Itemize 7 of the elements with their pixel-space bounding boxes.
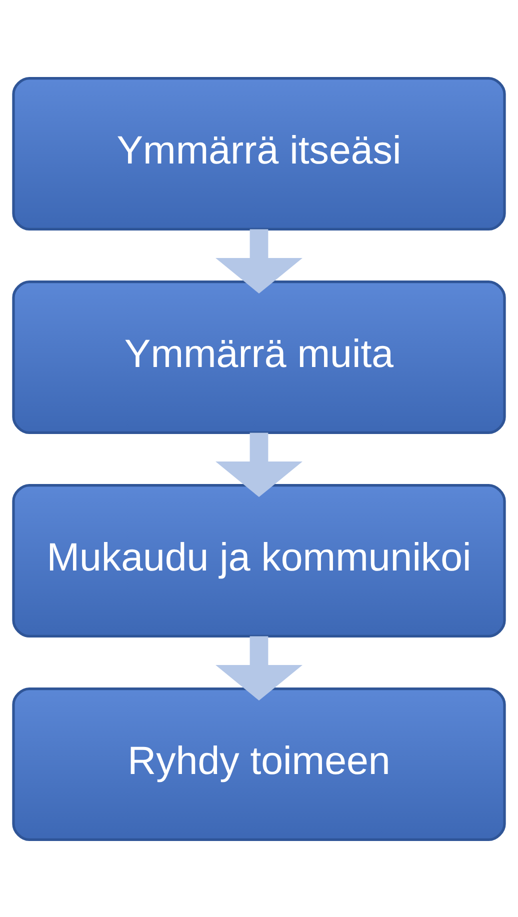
- arrow: [216, 432, 302, 497]
- node-box: Ymmärrä itseäsi: [12, 76, 506, 230]
- node-box: Ryhdy toimeen: [12, 686, 506, 841]
- node-box: Mukaudu ja kommunikoi: [12, 483, 506, 638]
- node-box: Ymmärrä muita: [12, 280, 506, 434]
- arrow: [216, 636, 302, 700]
- arrow: [216, 228, 302, 294]
